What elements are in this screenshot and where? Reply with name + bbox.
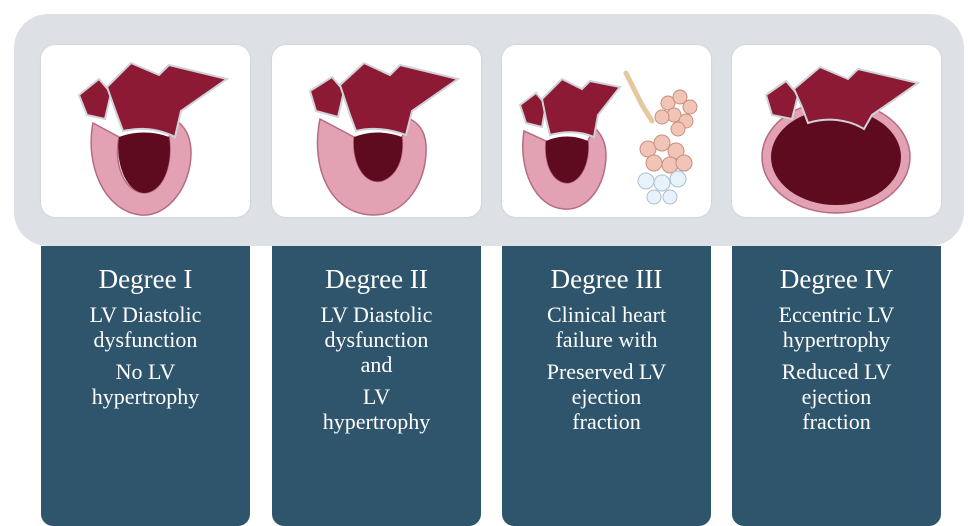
stage-3-card: Degree III Clinical heart failure with P…: [502, 246, 711, 526]
stage-1-text-2: No LV hypertrophy: [41, 359, 250, 409]
stage-2-text-2: LV hypertrophy: [272, 384, 481, 434]
heart-normal-icon: [41, 45, 250, 217]
heart-hypertrophy-icon: [272, 45, 481, 217]
stage-1-image: [41, 45, 250, 217]
stage-4-image: [732, 45, 941, 217]
stage-3-degree: Degree III: [502, 262, 711, 296]
stage-2-degree: Degree II: [272, 262, 481, 296]
stage-degree-4: Degree IV Eccentric LV hypertrophy Reduc…: [732, 0, 941, 526]
stage-4-text-2: Reduced LV ejection fraction: [732, 359, 941, 434]
stage-2-text-1: LV Diastolic dysfunction and: [272, 302, 481, 377]
stage-degree-2: Degree II LV Diastolic dysfunction and L…: [272, 0, 481, 526]
stage-degree-1: Degree I LV Diastolic dysfunction No LV …: [41, 0, 250, 526]
stage-3-text-1: Clinical heart failure with: [502, 302, 711, 352]
heart-dilated-icon: [732, 45, 941, 217]
stage-4-text-1: Eccentric LV hypertrophy: [732, 302, 941, 352]
stage-2-image: [272, 45, 481, 217]
stage-4-degree: Degree IV: [732, 262, 941, 296]
stage-4-card: Degree IV Eccentric LV hypertrophy Reduc…: [732, 246, 941, 526]
stage-3-image: [502, 45, 711, 217]
stage-degree-3: Degree III Clinical heart failure with P…: [502, 0, 711, 526]
stage-1-degree: Degree I: [41, 262, 250, 296]
stage-2-card: Degree II LV Diastolic dysfunction and L…: [272, 246, 481, 526]
stage-1-card: Degree I LV Diastolic dysfunction No LV …: [41, 246, 250, 526]
stage-1-text-1: LV Diastolic dysfunction: [41, 302, 250, 352]
heart-lung-congestion-icon: [502, 45, 711, 217]
stage-3-text-2: Preserved LV ejection fraction: [502, 359, 711, 434]
